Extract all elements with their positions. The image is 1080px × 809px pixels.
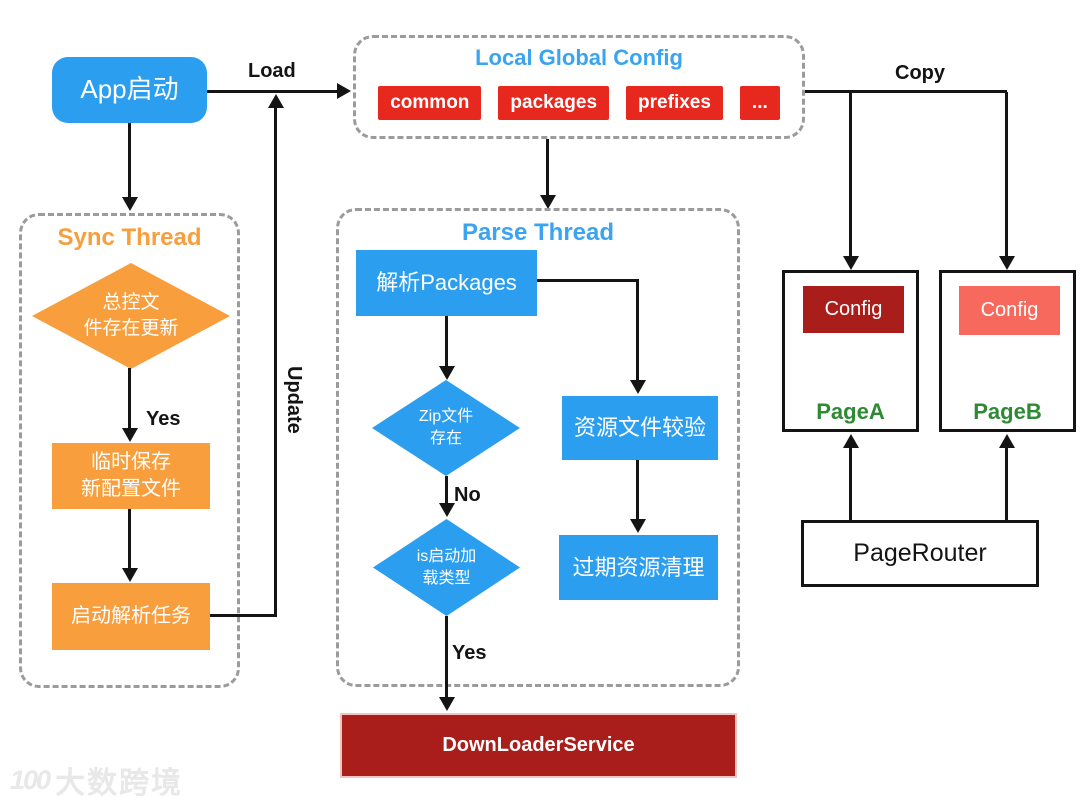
config-item-common: common [378, 86, 482, 120]
node-downloader-service: DownLoaderService [340, 713, 737, 778]
node-temp-save-config: 临时保存 新配置文件 [52, 443, 210, 509]
watermark: 100 大数跨境 [10, 758, 183, 802]
arrowhead-up-icon [843, 434, 859, 448]
arrowhead-up-icon [268, 94, 284, 108]
node-start-parse-task: 启动解析任务 [52, 583, 210, 650]
config-item-prefixes: prefixes [626, 86, 723, 120]
arrowhead-down-icon [540, 195, 556, 209]
edge-check-to-save [128, 368, 131, 428]
edge-update-horizontal [210, 614, 277, 617]
arrowhead-down-icon [439, 366, 455, 380]
group-local-global-config: Local Global Config common packages pref… [353, 35, 805, 139]
edge-config-to-parse [546, 139, 549, 197]
watermark-text: 大数跨境 [55, 767, 184, 800]
edge-save-to-parse-task [128, 509, 131, 568]
group-parse-thread: Parse Thread [336, 208, 740, 687]
edge-router-to-page-b [1005, 448, 1008, 520]
node-parse-packages: 解析Packages [356, 250, 537, 316]
arrowhead-down-icon [439, 697, 455, 711]
node-page-b-config: Config [959, 286, 1060, 335]
edge-label-yes-sync: Yes [146, 408, 181, 430]
edge-parse-to-verify-vertical [636, 279, 639, 382]
group-title-parse-thread: Parse Thread [461, 219, 615, 246]
node-verify-resources: 资源文件较验 [562, 396, 718, 460]
arrowhead-down-icon [630, 380, 646, 394]
group-title-sync-thread: Sync Thread [57, 224, 202, 251]
node-page-a: Config PageA [782, 270, 919, 432]
arrowhead-down-icon [122, 197, 138, 211]
edge-router-to-page-a [849, 448, 852, 520]
node-page-router: PageRouter [801, 520, 1039, 587]
edge-label-load: Load [248, 60, 296, 82]
page-b-label: PageB [973, 399, 1042, 424]
edge-zip-to-type [445, 476, 448, 505]
edge-app-to-sync [128, 123, 131, 197]
edge-app-to-config [207, 90, 337, 93]
edge-copy-to-page-b [1005, 92, 1008, 256]
arrowhead-right-icon [337, 83, 351, 99]
group-sync-thread: Sync Thread [19, 213, 240, 688]
edge-label-copy: Copy [895, 62, 945, 84]
edge-type-to-downloader [445, 616, 448, 697]
arrowhead-down-icon [439, 503, 455, 517]
arrowhead-down-icon [122, 428, 138, 442]
config-item-packages: packages [498, 86, 610, 120]
arrowhead-down-icon [999, 256, 1015, 270]
node-page-b: Config PageB [939, 270, 1076, 432]
config-item-list: common packages prefixes ... [356, 86, 802, 120]
edge-label-update: Update [283, 366, 305, 434]
edge-verify-to-clean [636, 460, 639, 519]
arrowhead-down-icon [843, 256, 859, 270]
watermark-logo-icon: 100 [10, 764, 51, 795]
edge-label-yes-parse: Yes [452, 642, 487, 664]
edge-update-vertical [274, 108, 277, 617]
node-page-a-config: Config [803, 286, 904, 333]
edge-parse-to-zip [445, 316, 448, 368]
page-a-label: PageA [816, 399, 885, 424]
edge-copy-to-page-a [849, 92, 852, 256]
edge-copy-horizontal [805, 90, 1007, 93]
edge-label-no: No [454, 484, 481, 506]
config-item-more: ... [739, 86, 780, 120]
node-clean-expired-resources: 过期资源清理 [559, 535, 718, 600]
arrowhead-down-icon [630, 519, 646, 533]
group-title-local-global-config: Local Global Config [475, 45, 683, 70]
arrowhead-up-icon [999, 434, 1015, 448]
edge-parse-to-verify-horizontal [537, 279, 639, 282]
node-app-start: App启动 [52, 57, 207, 123]
arrowhead-down-icon [122, 568, 138, 582]
